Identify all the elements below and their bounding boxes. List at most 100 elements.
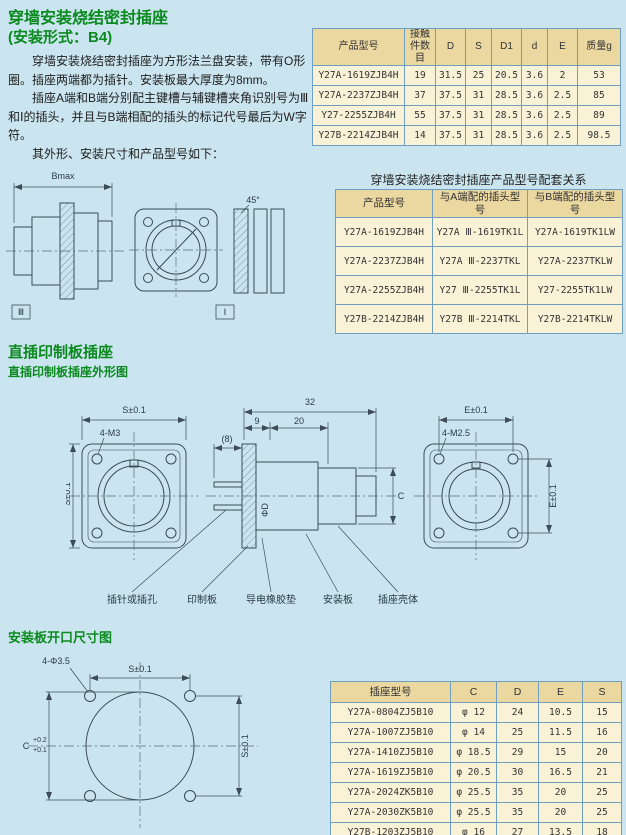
model-cell: Y27A-1410ZJ5B10 <box>330 742 451 763</box>
model-cell: Y27A-2030ZK5B10 <box>330 802 451 823</box>
callout-label: 插针或插孔 <box>107 593 157 606</box>
value-cell: φ 16 <box>450 822 497 835</box>
value-cell: 15 <box>538 742 583 763</box>
dimension-s-left <box>69 443 80 549</box>
model-cell: Y27A-0804ZJ5B10 <box>330 702 451 723</box>
column-header: 质量g <box>577 28 621 66</box>
paragraph: 其外形、安装尺寸和产品型号如下： <box>32 146 225 161</box>
value-cell: 20 <box>538 782 583 803</box>
model-cell: Y27A-1619ZJ5B10 <box>330 762 451 783</box>
value-cell: Y27 Ⅲ-2255TK1L <box>432 275 528 306</box>
value-cell: φ 18.5 <box>450 742 497 763</box>
keyway-flag-i: Ⅰ <box>215 304 235 320</box>
leader-line <box>439 437 447 455</box>
value-cell: φ 14 <box>450 722 497 743</box>
model-cell: Y27B-2214ZJB4H <box>335 304 433 335</box>
column-header: D <box>435 28 466 66</box>
column-header: 产品型号 <box>335 188 433 219</box>
dimension-label: E±0.1 <box>464 405 487 415</box>
column-header: S <box>582 681 622 703</box>
dimension-c <box>358 467 396 525</box>
value-cell: 11.5 <box>538 722 583 743</box>
column-header: d <box>521 28 548 66</box>
value-cell: 25 <box>582 782 622 803</box>
callout-label: 导电橡胶垫 <box>246 593 296 606</box>
flag-label: Ⅰ <box>224 307 227 317</box>
value-cell: Y27B-2214TKLW <box>527 304 623 335</box>
value-cell: 85 <box>577 85 621 106</box>
dimension-8 <box>213 444 242 478</box>
dimension-c-left <box>46 691 138 801</box>
value-cell: 25 <box>465 65 492 86</box>
value-cell: 35 <box>496 802 539 823</box>
dimension-s-top <box>89 674 191 690</box>
dimension-label: C <box>398 491 405 501</box>
page-subtitle: (安装形式：B4) <box>8 29 113 46</box>
value-cell: 3.6 <box>521 85 548 106</box>
value-cell: Y27A-2237TKLW <box>527 246 623 277</box>
value-cell: 15 <box>582 702 622 723</box>
leader-line <box>69 667 89 693</box>
callout-label: 印制板 <box>187 593 217 606</box>
value-cell: 2.5 <box>547 85 578 106</box>
column-header: D1 <box>491 28 522 66</box>
value-cell: 28.5 <box>491 85 522 106</box>
value-cell: 20 <box>582 742 622 763</box>
dimension-e-top <box>438 416 514 452</box>
header-row: 产品型号与A端配的插头型号与B端配的插头型号 <box>335 188 623 219</box>
value-cell: 37.5 <box>435 105 466 126</box>
mounting-holes <box>84 690 196 802</box>
value-cell: 2 <box>547 65 578 86</box>
column-header: 插座型号 <box>330 681 451 703</box>
angle-label: 45° <box>246 195 260 205</box>
value-cell: Y27A Ⅲ-2237TKL <box>432 246 528 277</box>
dimension-label: C <box>23 741 30 751</box>
callout-label: 插座壳体 <box>378 593 418 606</box>
value-cell: 31.5 <box>435 65 466 86</box>
flag-label: Ⅲ <box>18 307 24 317</box>
value-cell: 31 <box>465 125 492 146</box>
dimension-s-right <box>196 695 242 797</box>
dimension-label: ΦD <box>260 503 270 517</box>
thread-label: 4-M2.5 <box>442 428 470 438</box>
column-header: S <box>465 28 492 66</box>
dimension-label: 9 <box>254 416 259 426</box>
dimension-label: S±0.1 <box>240 734 250 757</box>
model-cell: Y27A-2237ZJB4H <box>335 246 433 277</box>
dimension-label: 20 <box>294 416 304 426</box>
keyway-flag-iii: Ⅲ <box>11 304 31 320</box>
value-cell: 28.5 <box>491 125 522 146</box>
model-cell: Y27A-1619ZJB4H <box>312 65 405 86</box>
dimension-s-top <box>81 416 187 440</box>
value-cell: 35 <box>496 782 539 803</box>
section-title-pcb-socket: 直插印制板插座 <box>8 344 114 361</box>
value-cell: 19 <box>404 65 436 86</box>
value-cell: 25 <box>582 802 622 823</box>
model-cell: Y27B-2214ZJB4H <box>312 125 405 146</box>
column-header: C <box>450 681 497 703</box>
value-cell: 21 <box>582 762 622 783</box>
tolerance-lower: +0.1 <box>33 747 47 754</box>
value-cell: 3.6 <box>521 125 548 146</box>
value-cell: 55 <box>404 105 436 126</box>
value-cell: 37 <box>404 85 436 106</box>
value-cell: Y27A-1619TK1LW <box>527 217 623 248</box>
dimension-label: (8) <box>222 434 233 444</box>
value-cell: φ 20.5 <box>450 762 497 783</box>
value-cell: 3.6 <box>521 65 548 86</box>
value-cell: 10.5 <box>538 702 583 723</box>
page-title: 穿墙安装烧结密封插座 <box>8 10 169 27</box>
model-cell: Y27A-2024ZK5B10 <box>330 782 451 803</box>
